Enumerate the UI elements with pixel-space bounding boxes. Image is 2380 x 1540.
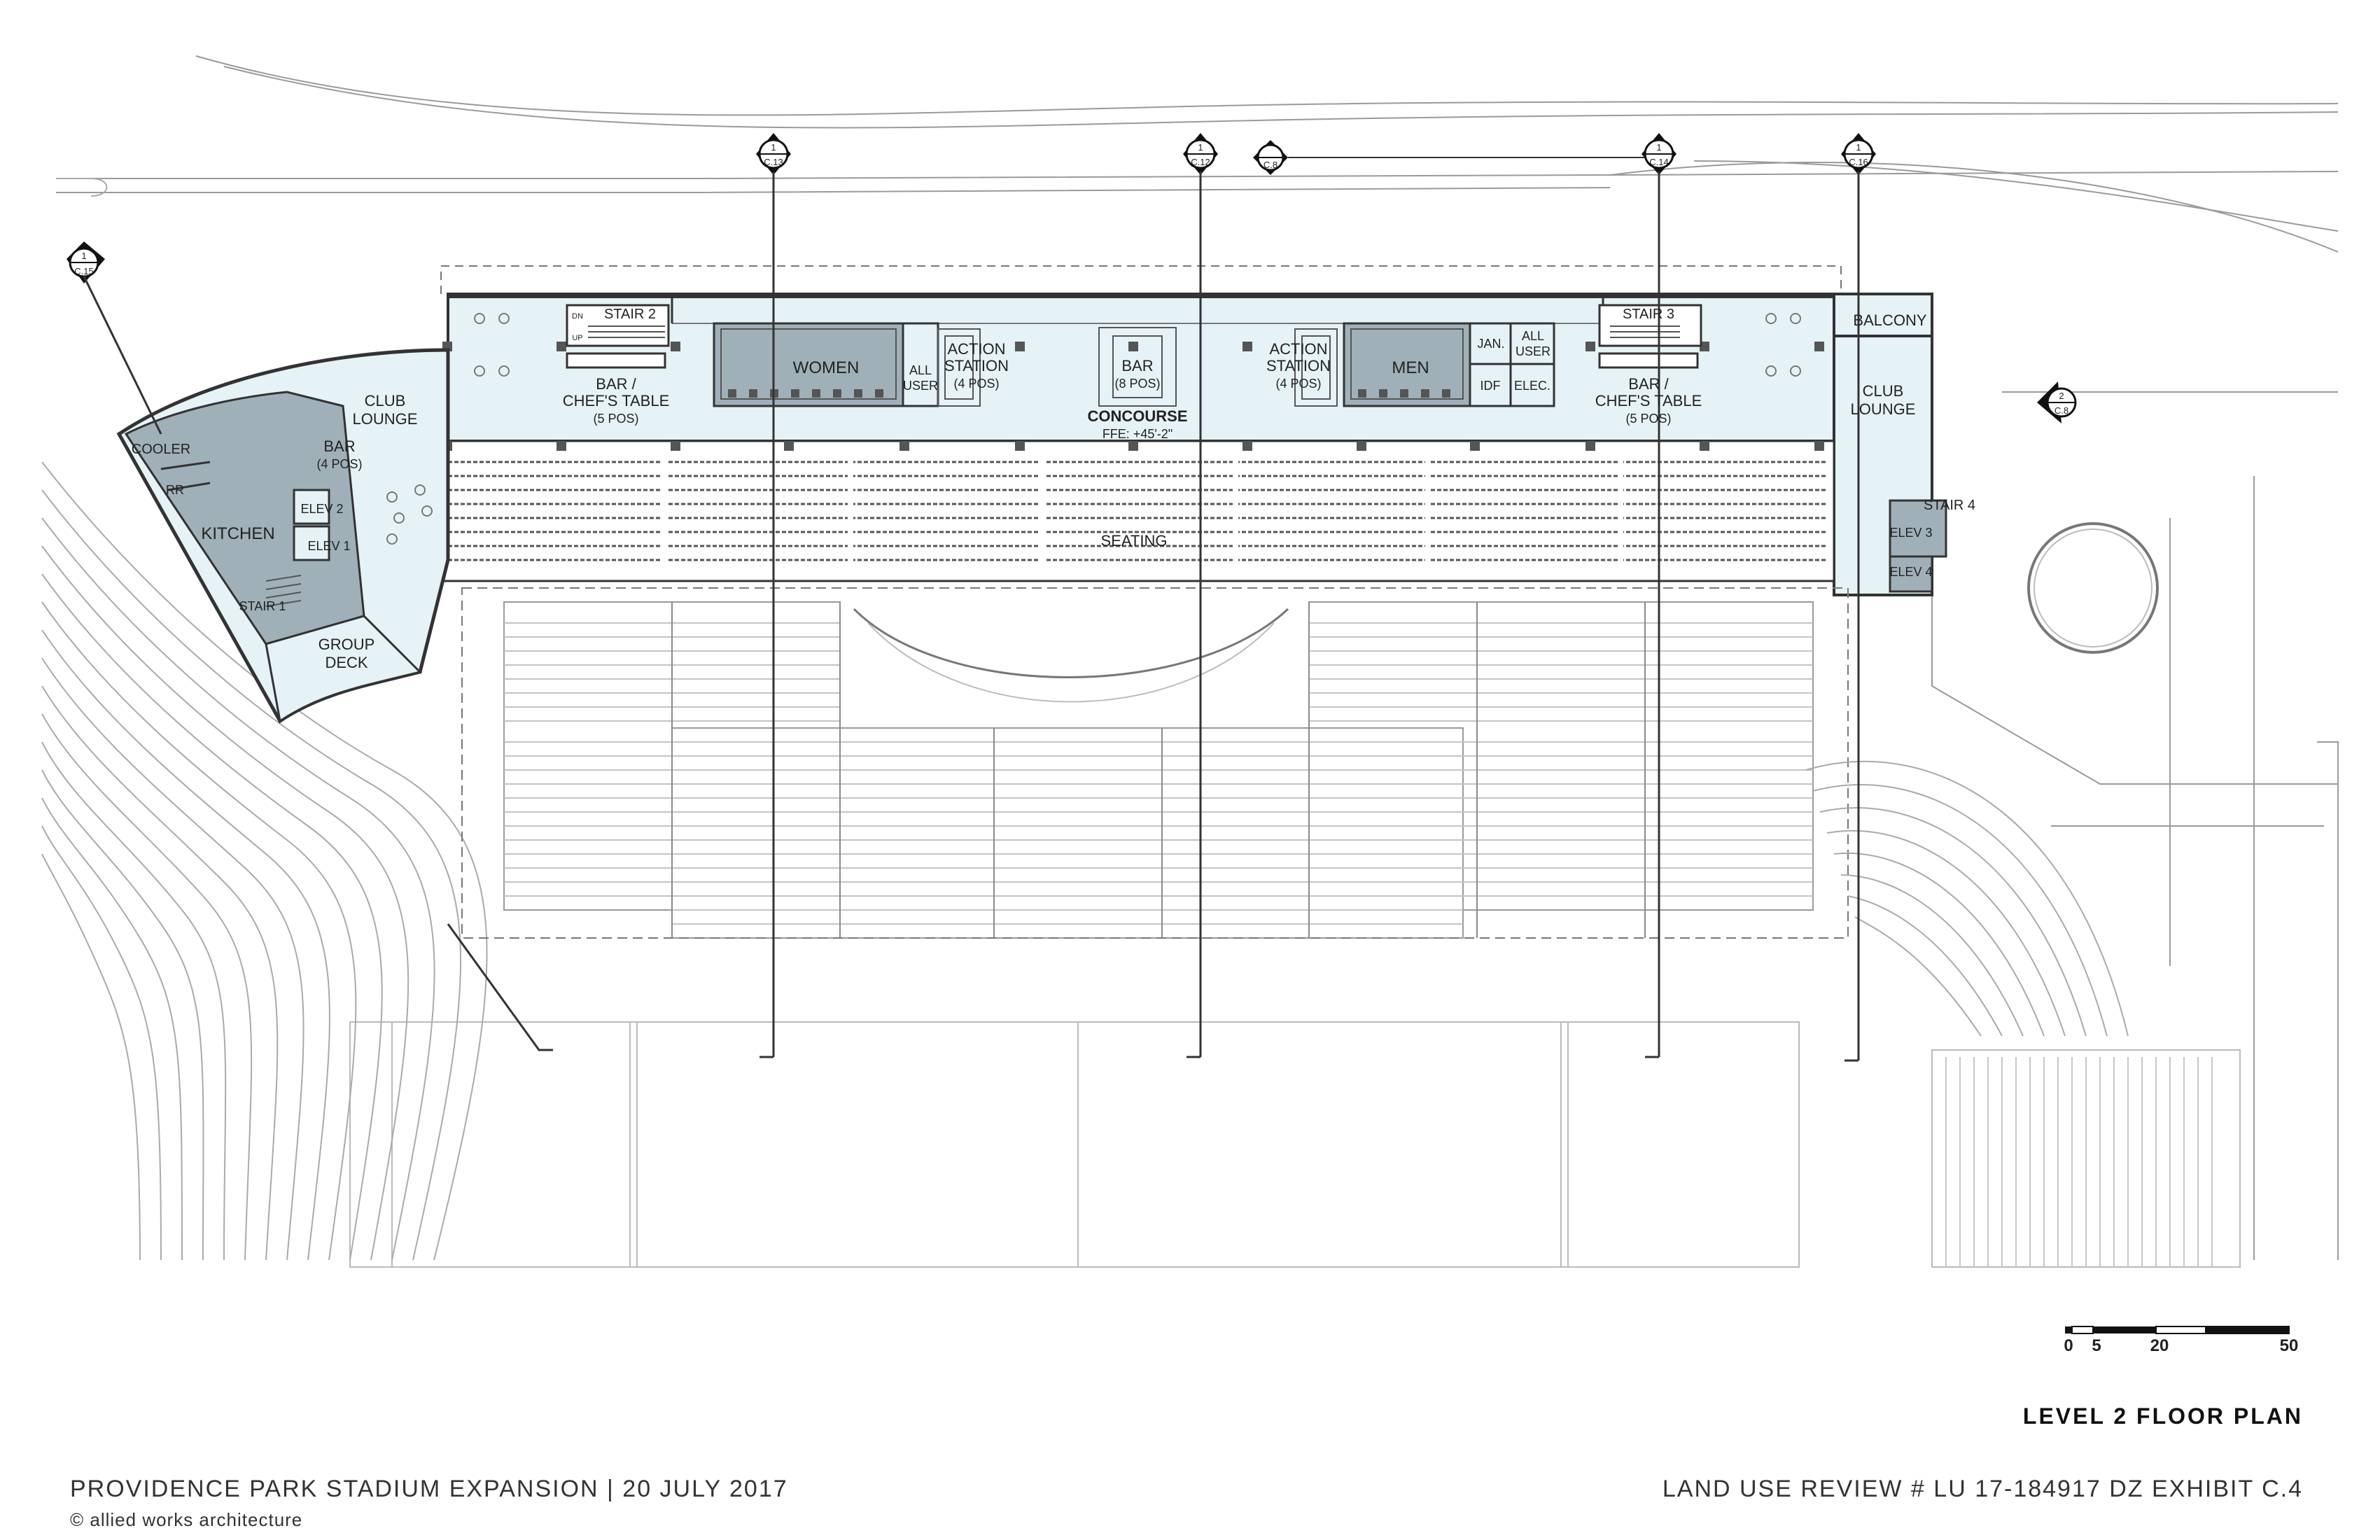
stair-cores (566, 304, 1947, 593)
food-stations (937, 327, 1338, 407)
exhibit-label: LAND USE REVIEW # LU 17-184917 DZ EXHIBI… (1662, 1476, 2303, 1502)
label-seating: SEATING (1101, 532, 1168, 550)
marker-sheet: C.15 (74, 266, 93, 276)
marker-sheet: C.8 (1264, 160, 1278, 170)
label-action-station-left-1: ACTION (947, 340, 1005, 358)
marker-num: 1 (771, 142, 776, 153)
label-action-station-right-3: (4 POS) (1275, 377, 1321, 391)
label-club-lounge-left-1: CLUB (365, 392, 406, 410)
marker-num: 1 (81, 251, 86, 261)
label-stair-1: STAIR 1 (239, 599, 286, 613)
label-stair-2: STAIR 2 (604, 307, 656, 322)
upper-deck-aisles (661, 455, 1623, 570)
label-bar-chefs-right-2: CHEF'S TABLE (1595, 392, 1702, 410)
label-jan: JAN. (1477, 337, 1504, 351)
label-action-station-right-1: ACTION (1269, 340, 1327, 358)
label-bar-center-2: (8 POS) (1114, 377, 1160, 391)
scale-tick-0: 0 (2064, 1336, 2073, 1355)
left-curved-stands (41, 461, 488, 1261)
label-all-user-left-2: USER (903, 379, 938, 393)
label-all-user-right-1: ALL (1522, 329, 1544, 343)
marker-num: 2 (2059, 391, 2064, 401)
marker-num: 1 (1856, 142, 1861, 153)
scale-bar: 0 5 20 50 (2064, 1326, 2298, 1355)
label-ffe: FFE: +45'-2" (1102, 427, 1172, 441)
label-kitchen: KITCHEN (201, 524, 274, 543)
label-bar-chefs-left-1: BAR / (596, 375, 636, 393)
copyright-notice: © allied works architecture (70, 1509, 303, 1530)
right-curved-seating (1805, 760, 2129, 1037)
section-marker-c15: 1 C.15 (66, 241, 162, 435)
label-dn: DN (572, 312, 583, 321)
section-marker-c14: 1 C.14 (1642, 133, 1676, 1058)
label-elev-2: ELEV 2 (300, 502, 343, 516)
label-elec: ELEC. (1514, 379, 1550, 393)
label-bar-4pos-2: (4 POS) (316, 457, 362, 471)
section-marker-c16: 1 C.16 (1841, 133, 1876, 1062)
bleacher-lines (1945, 1057, 2213, 1267)
lounge-furniture (474, 313, 1801, 377)
bar-counters (566, 352, 1699, 369)
label-elev-4: ELEV 4 (1889, 565, 1932, 579)
section-marker-c8: C.8 (1253, 140, 1659, 175)
label-bar-chefs-left-3: (5 POS) (593, 412, 638, 426)
lower-seating-aisles (671, 602, 1646, 938)
label-concourse: CONCOURSE (1087, 407, 1187, 425)
label-up: UP (572, 334, 582, 342)
marker-sheet: C.8 (2054, 405, 2068, 416)
upper-deck-seating-rows (448, 461, 1827, 561)
label-all-user-right-2: USER (1516, 344, 1550, 358)
label-club-lounge-right-1: CLUB (1863, 382, 1904, 400)
field-lines (349, 1021, 2241, 1268)
section-markers: 1 C.15 1 C.13 1 C.12 (66, 133, 2077, 1062)
label-club-lounge-left-2: LOUNGE (353, 410, 418, 428)
label-club-lounge-right-2: LOUNGE (1851, 400, 1916, 418)
label-bar-center-1: BAR (1121, 357, 1153, 374)
label-rr: RR (166, 483, 184, 497)
label-women: WOMEN (793, 358, 860, 377)
scale-tick-5: 5 (2092, 1336, 2101, 1355)
label-balcony: BALCONY (1853, 312, 1926, 329)
scale-tick-20: 20 (2150, 1336, 2169, 1355)
scale-tick-50: 50 (2280, 1336, 2299, 1355)
marker-sheet: C.16 (1849, 157, 1868, 167)
label-group-deck-1: GROUP (318, 636, 375, 653)
label-elev-3: ELEV 3 (1889, 526, 1932, 540)
lower-bowl-outline (461, 587, 1849, 939)
lower-seating-rows (504, 622, 1813, 925)
label-bar-chefs-right-3: (5 POS) (1625, 412, 1671, 426)
label-men: MEN (1392, 358, 1429, 377)
label-cooler: COOLER (132, 442, 190, 457)
label-action-station-left-2: STATION (944, 357, 1009, 374)
project-title: PROVIDENCE PARK STADIUM EXPANSION | 20 J… (70, 1476, 788, 1502)
label-idf: IDF (1480, 379, 1501, 393)
label-bar-chefs-left-2: CHEF'S TABLE (563, 392, 670, 410)
section-marker-2-c8: 2 C.8 (2037, 382, 2077, 424)
marker-sheet: C.13 (764, 157, 783, 167)
circular-plaza-feature (2027, 522, 2159, 654)
section-marker-c13: 1 C.13 (756, 133, 791, 1058)
label-all-user-left-1: ALL (909, 363, 932, 377)
label-bar-4pos-1: BAR (323, 438, 355, 455)
service-cores (713, 322, 1555, 407)
label-action-station-left-3: (4 POS) (953, 377, 999, 391)
label-bar-chefs-right-1: BAR / (1628, 375, 1669, 393)
section-marker-c12: 1 C.12 (1183, 133, 1218, 1058)
label-stair-4: STAIR 4 (1924, 498, 1975, 513)
label-action-station-right-2: STATION (1266, 357, 1331, 374)
label-stair-3: STAIR 3 (1623, 307, 1674, 322)
plan-title: LEVEL 2 FLOOR PLAN (2022, 1404, 2303, 1429)
room-labels: STAIR 2 STAIR 3 DN UP BALCONY BAR / CHEF… (132, 307, 1975, 671)
marker-num: 1 (1198, 142, 1203, 153)
marker-sheet: C.14 (1649, 157, 1668, 167)
label-elev-1: ELEV 1 (307, 539, 350, 553)
marker-sheet: C.12 (1191, 157, 1210, 167)
marker-num: 1 (1656, 142, 1661, 153)
label-group-deck-2: DECK (325, 654, 368, 671)
